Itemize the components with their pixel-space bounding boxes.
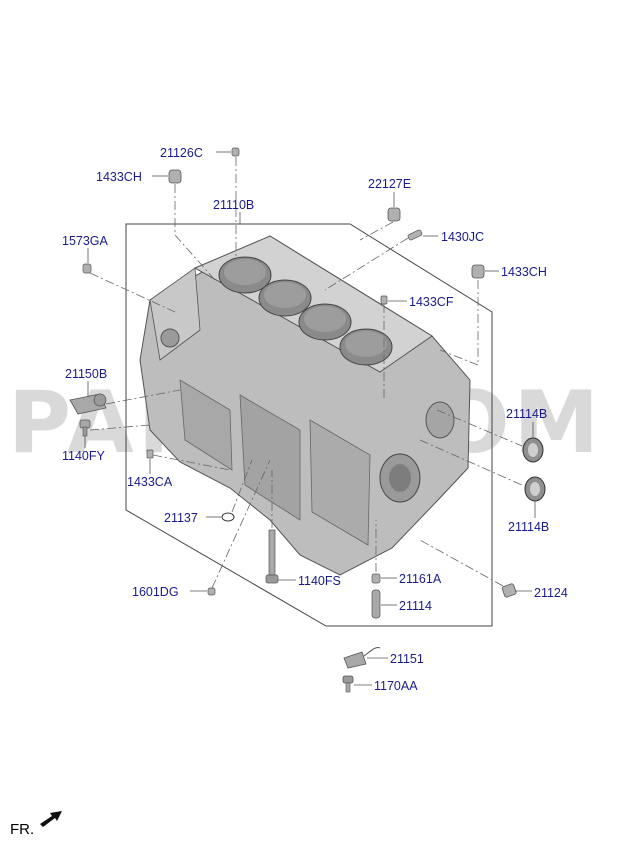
part-1573GA-plug (82, 263, 92, 274)
part-21137-o-ring (221, 512, 235, 522)
part-1433CH-plug-right (471, 264, 485, 279)
label-21126C: 21126C (160, 146, 203, 160)
part-22127E-plug (387, 207, 401, 222)
label-21110B: 21110B (213, 198, 254, 212)
part-1430JC-pin (407, 229, 423, 241)
label-21151: 21151 (390, 652, 424, 666)
part-labels: 21126C 1433CH 22127E 21110B 1573GA 1430J… (62, 146, 568, 693)
label-1140FS: 1140FS (298, 574, 341, 588)
part-21151-sensor (343, 647, 381, 669)
part-1433CH-plug-left (168, 169, 182, 184)
label-21124: 21124 (534, 586, 568, 600)
part-1170AA-bolt (342, 675, 354, 693)
label-1430JC: 1430JC (441, 230, 484, 244)
label-21161A: 21161A (399, 572, 442, 586)
label-21150B: 21150B (65, 367, 107, 381)
label-1573GA: 1573GA (62, 234, 109, 248)
part-21150B-sensor (69, 393, 107, 415)
assembly-frame (125, 223, 493, 627)
engine-block-illustration (139, 235, 471, 576)
front-arrow-icon (40, 811, 62, 827)
part-21114B-seal-upper (522, 437, 544, 463)
label-1433CF: 1433CF (409, 295, 454, 309)
part-21161A-pin (371, 573, 381, 584)
label-1433CH-left: 1433CH (96, 170, 142, 184)
part-21114B-seal-lower (524, 476, 546, 502)
label-22127E: 22127E (368, 177, 411, 191)
assembly-dash-lines (89, 157, 525, 589)
part-1140FS-bolt (265, 529, 279, 584)
label-1433CH-right: 1433CH (501, 265, 547, 279)
label-1433CA: 1433CA (127, 475, 173, 489)
part-21114-sleeve (371, 589, 381, 619)
leader-lines (84, 151, 536, 686)
label-21114: 21114 (399, 599, 432, 613)
label-21114B-upper: 21114B (506, 407, 547, 421)
front-direction-indicator: FR. (10, 811, 62, 838)
part-1601DG-plug (207, 587, 216, 596)
label-1170AA: 1170AA (374, 679, 418, 693)
label-1601DG: 1601DG (132, 585, 179, 599)
label-21137: 21137 (164, 511, 198, 525)
part-1433CA-pin (146, 449, 154, 459)
front-direction-label: FR. (10, 821, 34, 838)
part-1433CF-pin (380, 295, 388, 305)
part-21124-plug (501, 583, 517, 598)
part-21126C-plug (231, 147, 240, 157)
label-1140FY: 1140FY (62, 449, 106, 463)
label-21114B-lower: 21114B (508, 520, 549, 534)
